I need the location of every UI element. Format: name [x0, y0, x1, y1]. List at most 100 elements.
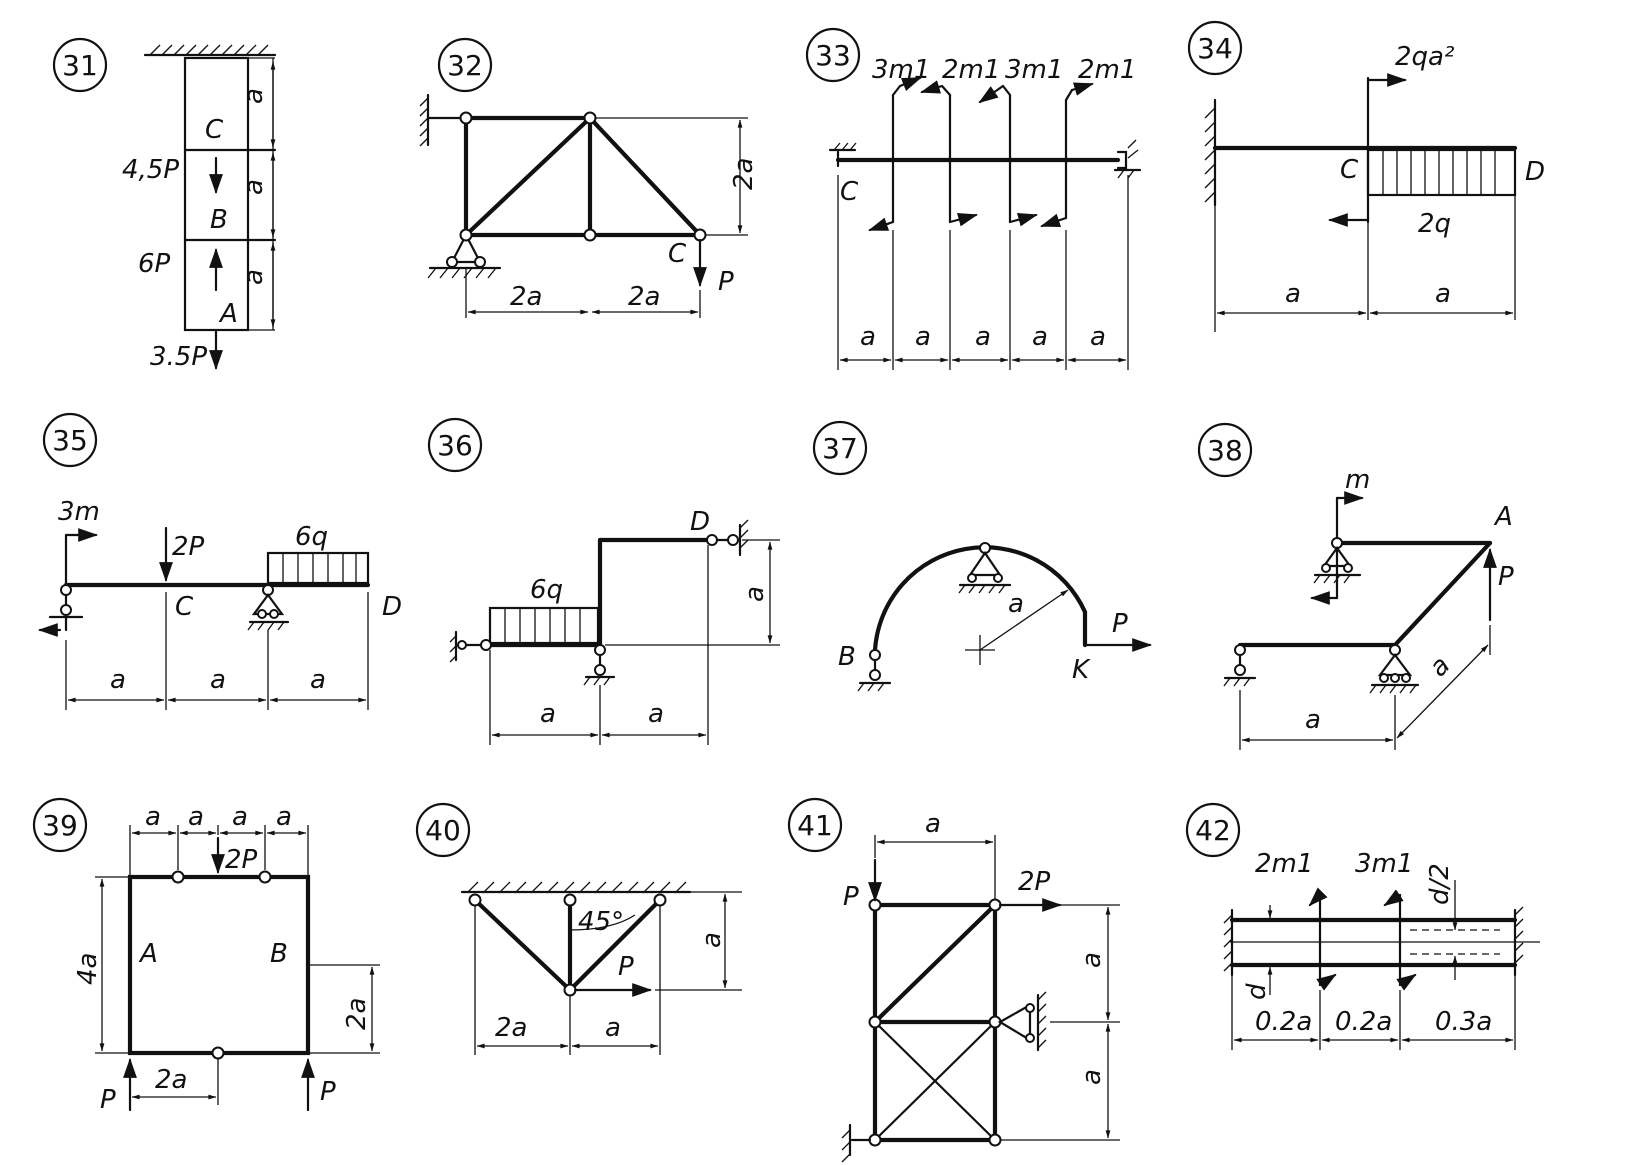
- hinge: [211, 1046, 225, 1060]
- force-label-6p: 6P: [138, 249, 171, 279]
- force-p-left-label: P: [100, 1085, 116, 1115]
- dim-a-lower: a: [1077, 1069, 1107, 1085]
- problem-35: 35 3m 2P 6q C D a a a: [38, 412, 402, 710]
- dim-a-4: a: [1032, 322, 1048, 352]
- joint: [459, 228, 473, 242]
- point-d-label: D: [690, 507, 710, 537]
- right-support: [247, 584, 290, 631]
- couple-moment: [1328, 73, 1407, 227]
- ceiling-support: [460, 881, 692, 894]
- problem-34-number-circle: [1187, 20, 1243, 76]
- dim-2a-right: 2a: [628, 282, 660, 312]
- left-support: [449, 630, 492, 663]
- shaft: [1229, 917, 1540, 968]
- point-b-label: B: [210, 205, 228, 235]
- moment-3m: [64, 528, 98, 587]
- force-p-label: P: [718, 267, 734, 297]
- point-c-label: C: [205, 115, 224, 145]
- torque-1: [1308, 887, 1337, 991]
- problem-32-number-circle: [437, 37, 493, 93]
- ceiling-support: [143, 44, 277, 57]
- distributed-load: [488, 606, 600, 645]
- problem-40: 40 45° P a 2a a: [415, 802, 742, 1055]
- dim-a-2: a: [188, 802, 204, 832]
- torque-label-3: 3m1: [1005, 55, 1063, 85]
- problem-34: 34 2qa² C D 2q a a: [1187, 20, 1545, 332]
- force-2p-label: 2P: [172, 532, 205, 562]
- point-c-label: C: [668, 239, 687, 269]
- problem-39: 39 2P a a a a 4a A B 2a 2a P P: [32, 797, 380, 1115]
- joint: [868, 898, 882, 912]
- force-p-label: P: [618, 952, 634, 982]
- bottom-left-support: [841, 1123, 872, 1163]
- torque-label-1: 2m1: [1255, 849, 1313, 879]
- top-support: [1313, 537, 1362, 584]
- dim-a-1: a: [1285, 279, 1301, 309]
- torque-1: [868, 76, 922, 232]
- problem-38-number-circle: [1197, 422, 1253, 478]
- problem-31-number: 31: [62, 49, 98, 82]
- hinge: [563, 893, 577, 907]
- moment-label: 3m: [58, 497, 100, 527]
- problem-40-number-circle: [415, 802, 471, 858]
- force-p-label: P: [1112, 609, 1128, 639]
- problem-42-number-circle: [1185, 802, 1241, 858]
- dim-a-3: a: [239, 269, 269, 285]
- point-d-label: D: [382, 592, 402, 622]
- joint: [459, 111, 473, 125]
- torque-label-1: 3m1: [872, 55, 930, 85]
- dim-a-2: a: [1435, 279, 1451, 309]
- force-2p-label: 2P: [1018, 867, 1051, 897]
- torque-2: [1383, 889, 1417, 991]
- force-label-35p: 3.5P: [150, 342, 207, 372]
- dim-a-2: a: [239, 179, 269, 195]
- problem-39-number: 39: [42, 809, 78, 842]
- problem-37: 37 P K B a: [812, 420, 1152, 692]
- dim-a-2: a: [648, 699, 664, 729]
- joint: [868, 1015, 882, 1029]
- problem-36: 36 6q D a a a: [427, 417, 780, 745]
- bottom-support: [857, 649, 892, 692]
- left-support: [1223, 644, 1257, 687]
- point-d-label: D: [1525, 157, 1545, 187]
- truss: [463, 115, 703, 238]
- problem-35-number-circle: [42, 412, 98, 468]
- force-p-label: P: [843, 882, 859, 912]
- dim-a-5: a: [1090, 322, 1106, 352]
- angle-label: 45°: [578, 907, 624, 937]
- joint: [583, 111, 597, 125]
- distributed-load: [266, 551, 370, 585]
- problem-41: 41 P 2P a a a: [787, 797, 1120, 1163]
- problem-40-number: 40: [425, 814, 461, 847]
- frame: [485, 537, 711, 648]
- dim-a-1: a: [860, 322, 876, 352]
- dim-a-1: a: [540, 699, 556, 729]
- dim-02a-1: 0.2a: [1255, 1007, 1312, 1037]
- force-p-label: P: [1498, 562, 1514, 592]
- torque-3: [978, 84, 1038, 227]
- dim-a-1: a: [145, 802, 161, 832]
- force-label-45p: 4,5P: [122, 155, 179, 185]
- moment-m: [1310, 491, 1364, 605]
- dim-a-1: a: [110, 665, 126, 695]
- problem-39-number-circle: [32, 797, 88, 853]
- joint: [693, 228, 707, 242]
- dim-2a-vertical: 2a: [729, 158, 759, 190]
- load-label: 2q: [1418, 209, 1451, 239]
- hinge: [653, 893, 667, 907]
- torque-label-2: 3m1: [1355, 849, 1413, 879]
- point-a-label: A: [138, 939, 158, 969]
- dim-a-horizontal: a: [925, 809, 941, 839]
- problem-34-number: 34: [1197, 32, 1233, 65]
- problem-33-number-circle: [805, 27, 861, 83]
- torque-label-4: 2m1: [1078, 55, 1136, 85]
- problem-36-number-circle: [427, 417, 483, 473]
- problem-41-number: 41: [797, 809, 833, 842]
- dim-2a-vertical: 2a: [342, 998, 372, 1030]
- spatial-frame: [1237, 540, 1493, 648]
- point-a-label: A: [218, 299, 238, 329]
- middle-support: [1369, 644, 1420, 694]
- dim-a-horizontal: a: [1305, 705, 1321, 735]
- joint: [583, 228, 597, 242]
